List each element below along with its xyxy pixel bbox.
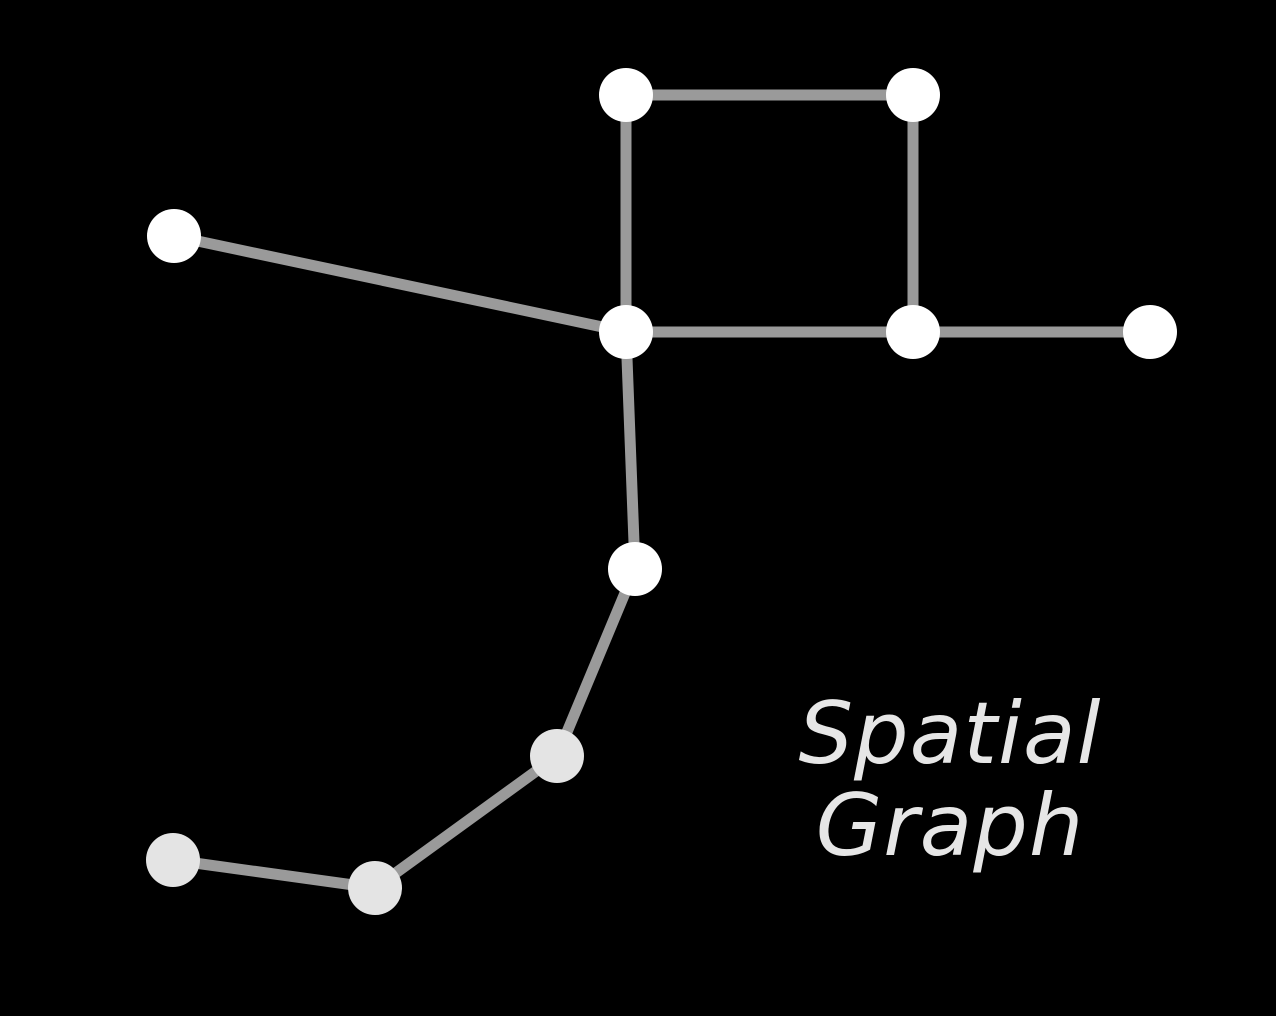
graph-edge — [551, 563, 641, 762]
caption-line-spatial: Spatial — [798, 684, 1102, 784]
graph-node-stem-bottom — [348, 861, 402, 915]
graph-node-stem-lower — [530, 729, 584, 783]
graph-nodes — [146, 68, 1177, 915]
caption-line-graph: Graph — [815, 776, 1085, 876]
graph-edge — [369, 750, 563, 894]
graph-node-tail-end — [146, 833, 200, 887]
graph-node-left-branch-end — [147, 209, 201, 263]
caption: Spatial Graph — [780, 688, 1120, 872]
graph-node-square-top-left — [599, 68, 653, 122]
graph-edge — [167, 854, 381, 894]
graph-edge — [620, 326, 641, 575]
graph-node-stem-mid — [608, 542, 662, 596]
graph-node-square-top-right — [886, 68, 940, 122]
graph-edges — [167, 89, 1156, 894]
graph-node-square-bottom-right — [886, 305, 940, 359]
graph-node-hub — [599, 305, 653, 359]
graph-node-right-branch-end — [1123, 305, 1177, 359]
graph-edge — [168, 230, 632, 338]
